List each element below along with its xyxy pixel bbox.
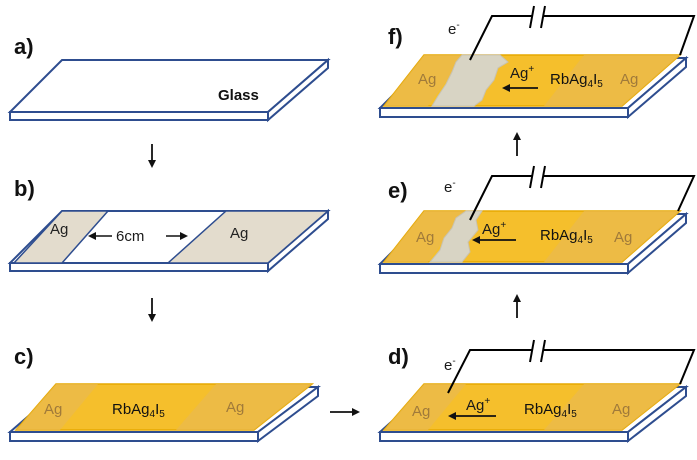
circuit-wire bbox=[469, 175, 696, 221]
panel-label-a: a) bbox=[14, 34, 34, 59]
ag-label-right: Ag bbox=[230, 225, 249, 242]
glass-side bbox=[627, 211, 687, 276]
panel-label-b: b) bbox=[14, 176, 35, 201]
glass-front bbox=[9, 111, 269, 121]
circuit-wire bbox=[447, 349, 696, 394]
electrolyte-formula: RbAg4I5 bbox=[550, 71, 603, 90]
glass-front bbox=[379, 431, 629, 442]
ag-ion-label: Ag+ bbox=[510, 64, 535, 82]
electrolyte-formula: RbAg4I5 bbox=[524, 401, 577, 420]
ag-under-left bbox=[16, 384, 98, 430]
ag-under-right bbox=[544, 55, 680, 106]
ag-label-right: Ag bbox=[226, 399, 245, 416]
circuit-wire bbox=[469, 15, 696, 61]
ag-label-left: Ag bbox=[416, 229, 435, 246]
ag-label-left: Ag bbox=[50, 221, 69, 238]
glass-label: Glass bbox=[218, 87, 259, 104]
glass-side bbox=[267, 57, 329, 123]
ag-label-left: Ag bbox=[418, 71, 437, 88]
glass-front bbox=[379, 107, 629, 118]
ag-ion-label: Ag+ bbox=[482, 220, 507, 238]
panel-e-growth bbox=[377, 165, 696, 276]
electron-label: e- bbox=[444, 178, 456, 196]
gap-label: 6cm bbox=[116, 228, 145, 245]
ag-label-right: Ag bbox=[614, 229, 633, 246]
battery-plate-2 bbox=[540, 165, 546, 189]
panel-label-f: f) bbox=[388, 24, 403, 49]
panel-label-e: e) bbox=[388, 178, 408, 203]
ag-electrode-left bbox=[12, 210, 110, 264]
battery-plate-2 bbox=[540, 5, 546, 29]
ag-under-right bbox=[176, 384, 312, 430]
glass-front bbox=[9, 431, 259, 442]
ag-under-right bbox=[544, 384, 680, 430]
electrolyte-formula: RbAg4I5 bbox=[112, 401, 165, 420]
ag-electrode-right bbox=[166, 210, 331, 264]
battery-plate-1 bbox=[529, 5, 535, 29]
glass-front bbox=[9, 262, 269, 272]
panel-label-c: c) bbox=[14, 344, 34, 369]
panel-f-growth bbox=[377, 5, 696, 120]
silver-dendrite bbox=[428, 210, 483, 263]
battery-plate-1 bbox=[529, 165, 535, 189]
ag-under-left bbox=[384, 211, 466, 262]
battery-plate-2 bbox=[540, 339, 546, 363]
glass-side bbox=[627, 384, 687, 444]
silver-dendrite bbox=[431, 54, 509, 107]
panel-c-electrolyte bbox=[7, 383, 321, 443]
panel-a-substrate bbox=[7, 57, 331, 123]
ag-under-left bbox=[384, 384, 466, 430]
glass-side bbox=[257, 385, 319, 443]
electrolyte-formula: RbAg4I5 bbox=[540, 227, 593, 246]
ag-under-left bbox=[384, 55, 466, 106]
glass-front bbox=[379, 263, 629, 274]
ag-label-left: Ag bbox=[44, 401, 63, 418]
panel-b-electrodes bbox=[7, 208, 331, 274]
ag-under-right bbox=[544, 211, 680, 262]
battery-plate-1 bbox=[529, 339, 535, 363]
ag-ion-label: Ag+ bbox=[466, 396, 491, 414]
electron-label: e- bbox=[444, 356, 456, 374]
panel-label-d: d) bbox=[388, 344, 409, 369]
panel-d-bias bbox=[377, 339, 696, 444]
ag-label-left: Ag bbox=[412, 403, 431, 420]
ag-label-right: Ag bbox=[612, 401, 631, 418]
sequence-arrows bbox=[148, 132, 521, 416]
glass-side bbox=[627, 55, 687, 120]
electron-label: e- bbox=[448, 20, 460, 38]
ag-label-right: Ag bbox=[620, 71, 639, 88]
